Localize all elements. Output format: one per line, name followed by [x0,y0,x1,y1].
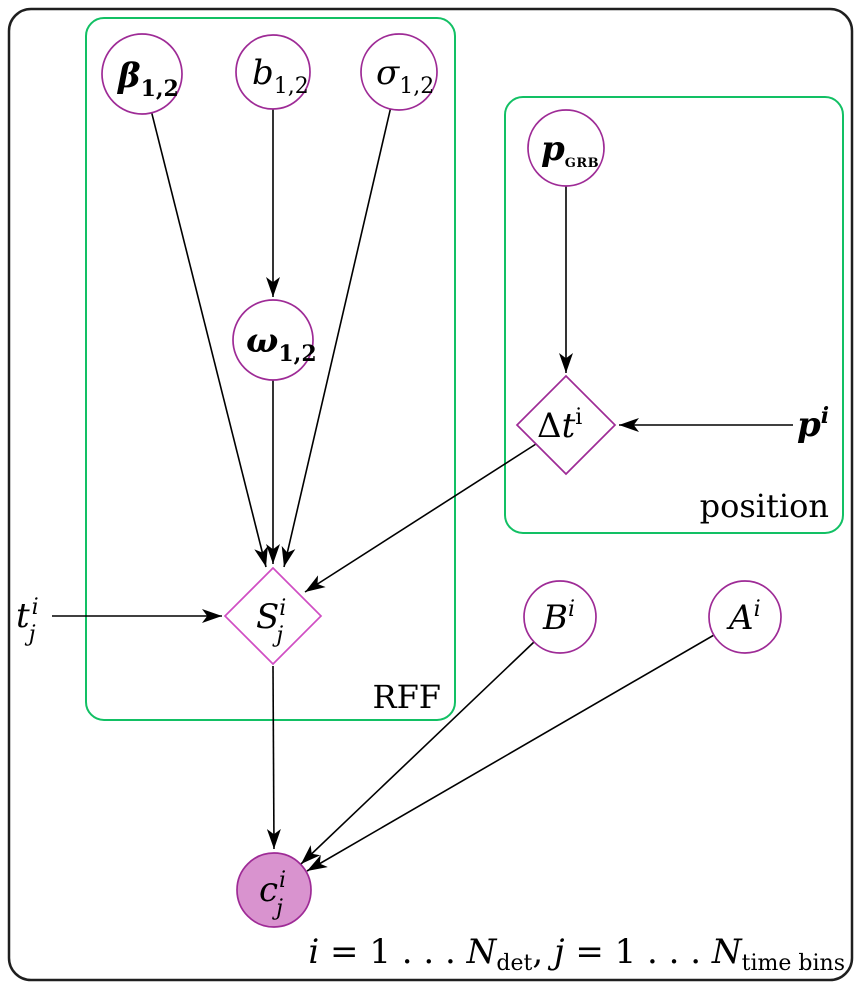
amp-sup: i [754,597,761,622]
nodes [101,33,782,928]
t-main: t [16,596,30,636]
edge-s-to-c [266,665,281,850]
node-omega-label: ω1,2 [246,321,317,367]
pdet-main: p [797,405,821,445]
node-beta-label: β1,2 [116,56,179,102]
t-sup: i [32,595,39,620]
node-b-label: b1,2 [252,53,309,99]
sigma-sub: 1,2 [399,74,434,99]
node-bkg-label: Bi [542,597,575,638]
caption-N1: N [466,932,498,972]
node-s-diamond [223,566,323,666]
edge-sigma-to-s [281,108,392,568]
edge-beta-to-s [150,112,268,568]
node-bkg-circle [523,580,597,654]
s-main: S [256,597,279,637]
node-sigma-circle [360,33,438,111]
bkg-sup: i [568,597,575,622]
index-caption: i = 1 . . . Ndet, j = 1 . . . Ntime bins [308,932,845,976]
node-deltat-diamond [515,374,617,476]
deltat-sup: i [575,405,582,430]
caption-eq2: = 1 . . . [565,932,712,972]
omega-sub: 1,2 [278,341,316,367]
position-plate-label: position [700,487,829,525]
edge-b-to-c [300,641,535,865]
caption-i: i [308,932,319,972]
caption-separator: , [532,932,554,972]
beta-sub: 1,2 [141,76,179,102]
outer-frame [7,7,854,982]
edge-a-to-c [306,634,715,872]
omega-main: ω [246,321,278,361]
caption-sub-det: det [496,951,532,976]
pdet-sup: i [821,403,829,429]
caption-eq1: = 1 . . . [319,932,466,972]
deltat-t: t [562,406,576,446]
node-amp-circle [708,580,782,654]
beta-main: β [116,56,141,96]
bkg-main: B [542,598,568,638]
node-pgrb-label: pGRB [541,129,599,171]
node-amp-label: Ai [726,597,761,638]
counts-main: c [259,870,278,910]
rff-plate [85,17,456,721]
node-counts-circle [236,852,312,928]
node-sigma-label: σ1,2 [376,53,434,99]
rff-plate-label: RFF [373,678,442,716]
node-beta-circle [101,33,183,115]
b-main: b [252,53,274,93]
s-sup: i [279,596,286,621]
pgrb-sub: GRB [565,156,599,171]
edge-dt-to-s [304,443,537,593]
amp-main: A [726,598,754,638]
caption-N2: N [711,932,743,972]
pgrb-main: p [541,129,565,169]
b-sub: 1,2 [274,74,309,99]
node-pgrb-circle [527,109,605,187]
deltat-delta: Δ [537,406,562,446]
caption-sub-timebins: time bins [742,951,845,976]
counts-sup: i [279,868,286,893]
p-det-label: pi [797,403,829,445]
sigma-main: σ [376,53,400,93]
node-b-circle [235,34,311,110]
position-plate [504,96,844,534]
node-omega-circle [232,299,314,381]
edges [52,108,793,872]
node-deltat-label: Δti [537,405,582,446]
